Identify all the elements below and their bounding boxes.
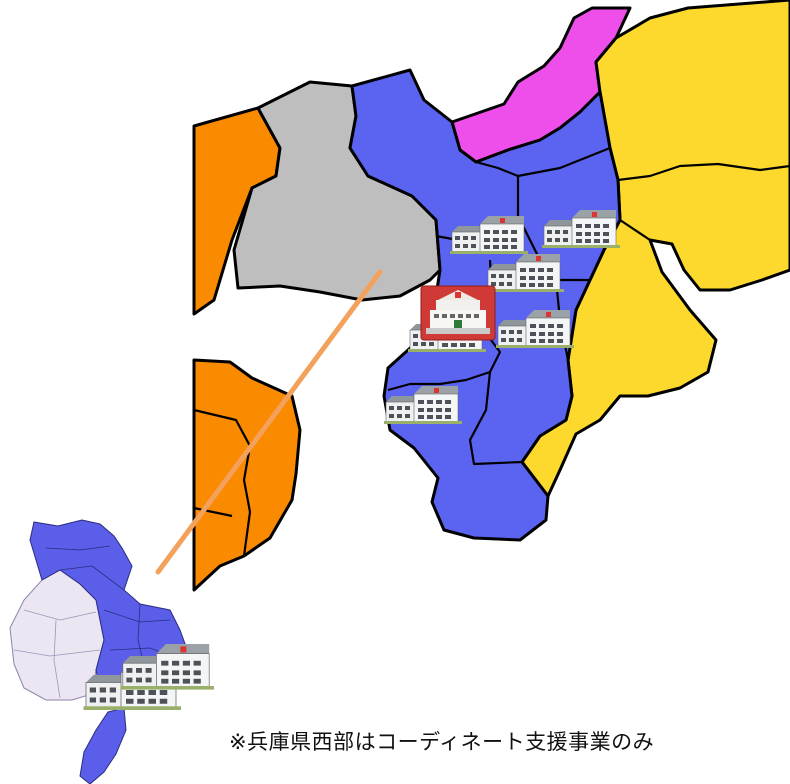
hospital-building-icon bbox=[420, 285, 496, 341]
region-orange-south bbox=[192, 358, 302, 592]
inset-prefecture-map bbox=[9, 519, 215, 784]
main-map bbox=[192, 0, 790, 592]
inset-region-awaji bbox=[79, 707, 127, 784]
leader-line bbox=[155, 269, 383, 575]
footnote-text: ※兵庫県西部はコーディネート支援事業のみ bbox=[229, 730, 655, 754]
